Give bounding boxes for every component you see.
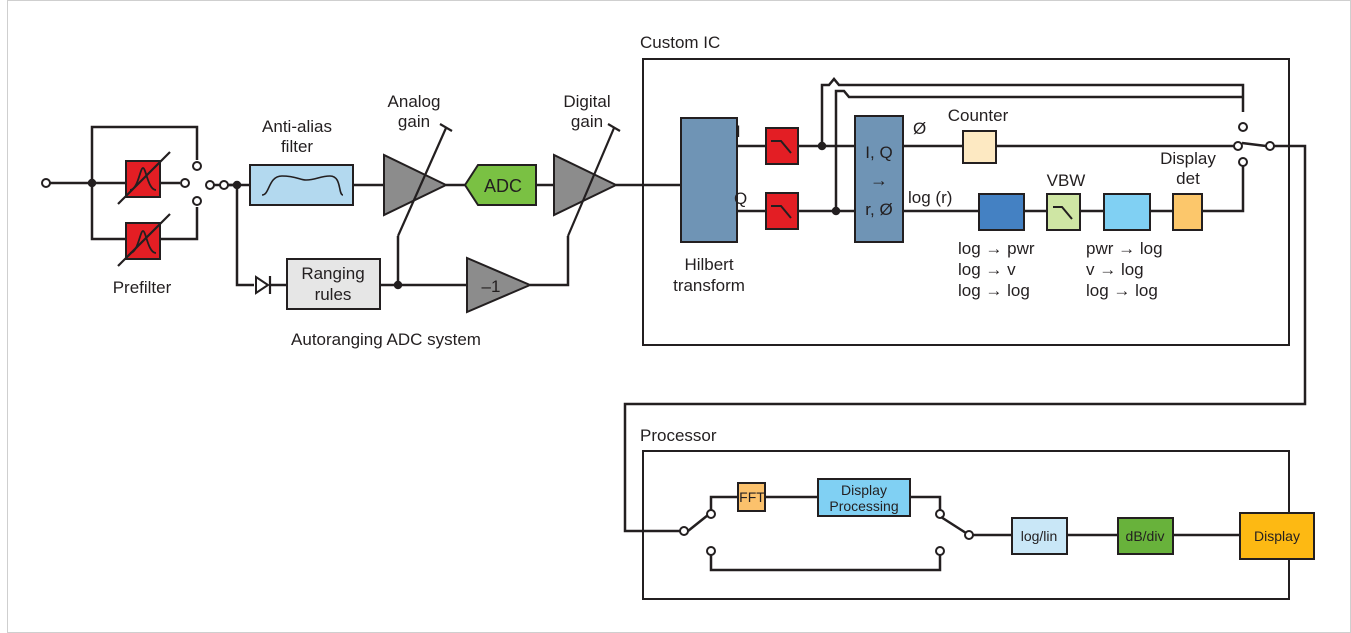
converter-label-line2: r, Ø [865, 200, 892, 219]
log-lin-block: log/lin [1011, 517, 1068, 555]
prefilter-label: Prefilter [113, 278, 172, 297]
log-mode-left-1: log → pwr [958, 239, 1035, 258]
fft-block: FFT [737, 482, 766, 512]
digital-gain-label-line2: gain [571, 112, 603, 131]
log-r-label: log (r) [908, 188, 952, 207]
display-processing-block: Display Processing [817, 478, 911, 517]
adc-block: ADC [463, 164, 537, 206]
digital-gain-label-line1: Digital [563, 92, 610, 111]
phi-label: Ø [913, 119, 926, 138]
hilbert-label-line1: Hilbert [684, 255, 733, 274]
fft-label: FFT [739, 489, 765, 505]
minus-one-label: –1 [482, 277, 501, 296]
analog-gain-amplifier [383, 123, 453, 237]
counter-block [962, 130, 997, 164]
autoranging-adc-section: Anti-alias filter Analog gain ADC Digita… [219, 92, 621, 349]
prefilter-section: Prefilter [41, 125, 236, 297]
log-mode-right-1: pwr → log [1086, 239, 1163, 258]
converter-label-line1: I, Q [865, 143, 892, 162]
digital-gain-amplifier [553, 123, 621, 237]
custom-ic-boundary [642, 58, 1290, 346]
display-label: Display [1254, 528, 1300, 544]
custom-ic-label: Custom IC [640, 33, 720, 52]
processor-section: Processor FFT Display Processing log/lin [640, 426, 1315, 600]
q-label: Q [734, 189, 747, 208]
analog-gain-label-line2: gain [398, 112, 430, 131]
display-det-label-line1: Display [1160, 149, 1216, 168]
inverse-log-conversion-block [1103, 193, 1151, 231]
ranging-rules-block: Ranging rules [286, 258, 381, 310]
processor-label: Processor [640, 426, 717, 445]
q-lowpass-filter [765, 192, 799, 230]
minus-one-amplifier: –1 [466, 256, 533, 314]
analog-gain-label-line1: Analog [388, 92, 441, 111]
display-processing-line2: Processing [829, 498, 898, 514]
log-lin-label: log/lin [1021, 528, 1058, 544]
processor-boundary [642, 450, 1290, 600]
db-div-block: dB/div [1117, 517, 1174, 555]
custom-ic-section: Custom IC Hilbert transform I Q [616, 33, 1307, 533]
anti-alias-label-line1: Anti-alias [262, 117, 332, 136]
prefilter-red-filter-top [117, 151, 171, 205]
counter-label: Counter [948, 106, 1009, 125]
hilbert-transform-block [680, 117, 738, 243]
iq-to-polar-converter: I, Q → r, Ø [854, 115, 904, 243]
autoranging-label: Autoranging ADC system [291, 330, 481, 349]
i-lowpass-filter [765, 127, 799, 165]
db-div-label: dB/div [1126, 528, 1165, 544]
ranging-rules-line2: rules [315, 285, 352, 304]
converter-arrow: → [870, 170, 888, 190]
log-conversion-block [978, 193, 1025, 231]
log-mode-left-2: log → v [958, 260, 1016, 279]
log-mode-right-3: log → log [1086, 281, 1158, 300]
vbw-label: VBW [1047, 171, 1086, 190]
i-label: I [736, 122, 741, 141]
hilbert-label-line2: transform [673, 276, 745, 295]
ranging-diode [255, 275, 272, 295]
adc-label: ADC [484, 176, 522, 196]
ranging-rules-line1: Ranging [301, 264, 364, 283]
log-mode-right-2: v → log [1086, 260, 1144, 279]
display-processing-line1: Display [841, 482, 887, 498]
display-detector-block [1172, 193, 1203, 231]
log-mode-left-3: log → log [958, 281, 1030, 300]
prefilter-red-filter-bottom [117, 213, 171, 267]
vbw-filter-block [1046, 193, 1081, 231]
input-terminal [41, 178, 51, 188]
display-block: Display [1239, 512, 1315, 560]
anti-alias-filter-block [249, 164, 354, 206]
anti-alias-label-line2: filter [281, 137, 313, 156]
display-det-label-line2: det [1176, 169, 1200, 188]
